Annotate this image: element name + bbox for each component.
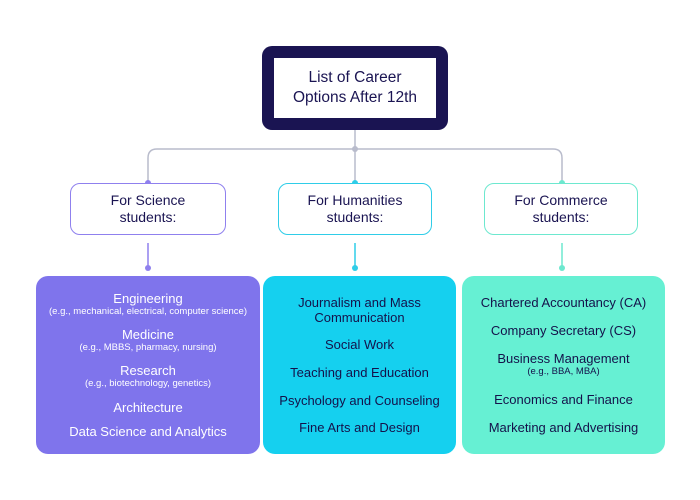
career-item-marketing: Marketing and Advertising [489,420,639,435]
career-item-architecture: Architecture [113,400,182,415]
humanities-category-box: For Humanities students: [278,183,432,235]
career-title: Chartered Accountancy (CA) [480,295,647,311]
career-title: Social Work [324,337,395,353]
root-node: List of Career Options After 12th [262,46,448,130]
humanities-bottom-dot [352,265,358,271]
career-item-social-work: Social Work [325,337,394,352]
career-item-research: Research (e.g., biotechnology, genetics) [85,363,211,390]
career-title: Architecture [113,399,183,415]
commerce-category-box: For Commerce students: [484,183,638,235]
science-careers-panel: Engineering (e.g., mechanical, electrica… [36,276,260,454]
career-note: (e.g., mechanical, electrical, computer … [49,306,247,318]
root-connector-dot [352,146,358,152]
career-title: Research [120,363,176,379]
commerce-bottom-dot [559,265,565,271]
career-title: Journalism and Mass Communication [298,294,421,325]
humanities-careers-panel: Journalism and Mass Communication Social… [263,276,456,454]
career-title: Fine Arts and Design [299,420,420,436]
career-title: Teaching and Education [290,364,429,380]
career-item-economics: Economics and Finance [494,392,633,407]
career-item-chartered-accountancy: Chartered Accountancy (CA) [481,295,646,310]
career-item-engineering: Engineering (e.g., mechanical, electrica… [49,291,247,318]
career-title: Company Secretary (CS) [490,323,637,339]
career-item-data-science: Data Science and Analytics [69,424,227,439]
career-note: (e.g., biotechnology, genetics) [84,378,212,390]
career-note: (e.g., BBA, MBA) [527,366,600,378]
career-item-journalism: Journalism and Mass Communication [295,295,425,325]
career-title: Data Science and Analytics [69,423,227,439]
science-bottom-dot [145,265,151,271]
career-title: Psychology and Counseling [279,392,440,408]
career-title: Business Management [497,351,630,367]
career-title: Engineering [113,291,183,307]
career-item-psychology: Psychology and Counseling [279,393,439,408]
career-item-medicine: Medicine (e.g., MBBS, pharmacy, nursing) [79,327,216,354]
root-title: List of Career Options After 12th [274,58,436,118]
science-category-box: For Science students: [70,183,226,235]
career-item-business-management: Business Management (e.g., BBA, MBA) [497,351,629,378]
career-item-fine-arts: Fine Arts and Design [299,420,420,435]
career-item-teaching: Teaching and Education [290,365,429,380]
career-title: Economics and Finance [494,391,633,407]
career-item-company-secretary: Company Secretary (CS) [491,323,636,338]
career-title: Medicine [121,327,174,343]
career-title: Marketing and Advertising [488,419,639,435]
career-note: (e.g., MBBS, pharmacy, nursing) [79,342,217,354]
commerce-careers-panel: Chartered Accountancy (CA) Company Secre… [462,276,665,454]
